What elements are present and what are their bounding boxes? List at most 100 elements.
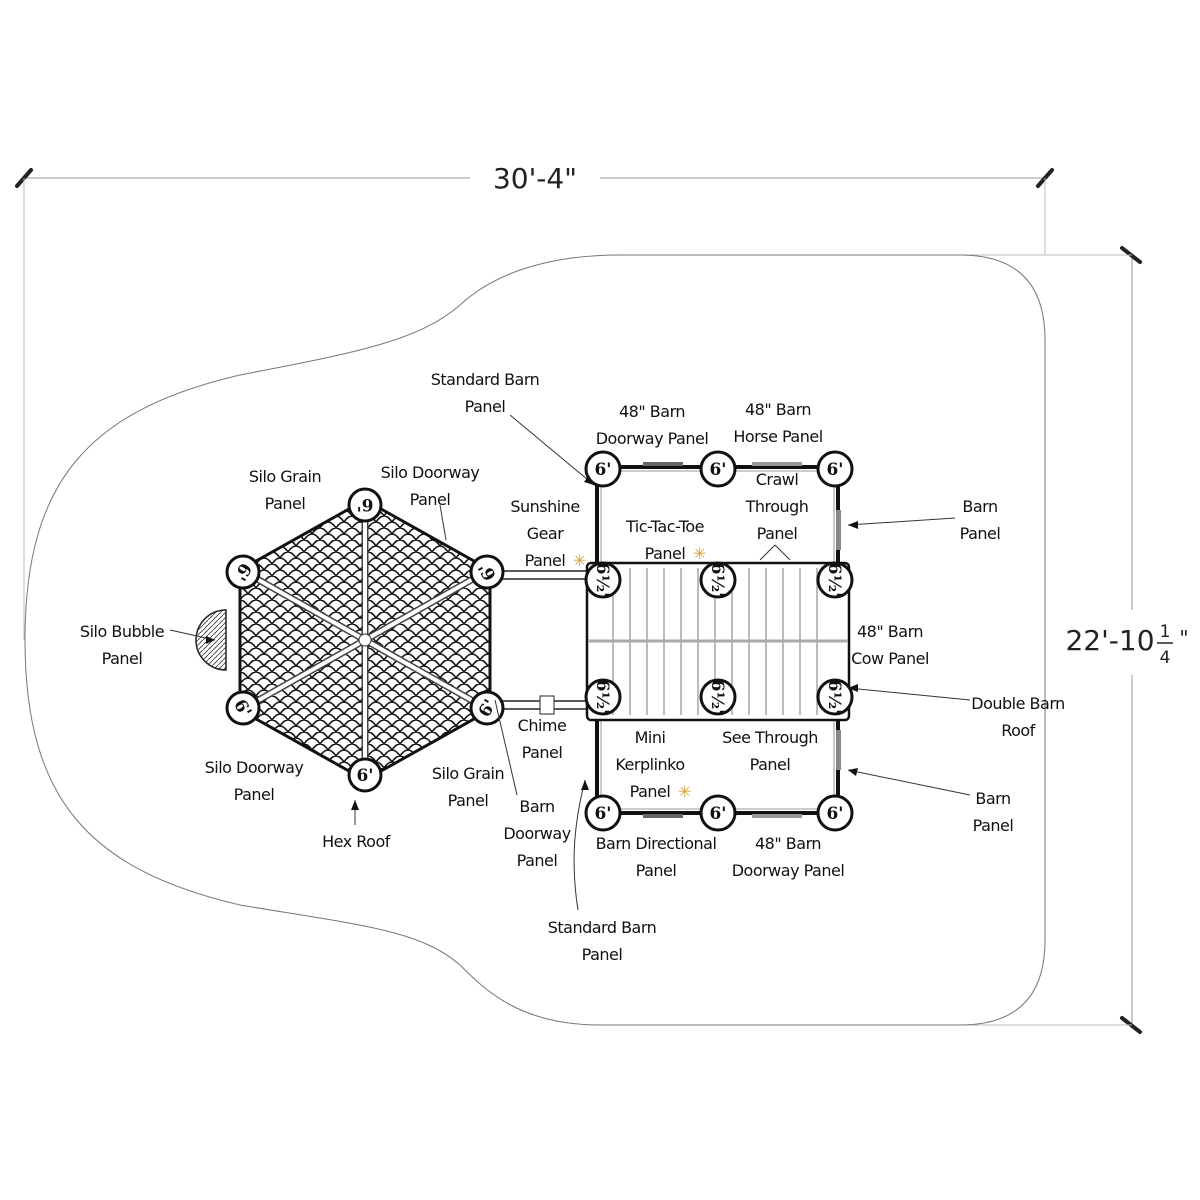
label-line: Crawl xyxy=(756,470,799,489)
label-line: Silo Doorway xyxy=(205,758,304,777)
post-height-label: 6½' xyxy=(824,680,844,715)
post: 6' xyxy=(347,757,383,793)
post: 6' xyxy=(469,690,505,726)
label-line: Panel xyxy=(973,816,1014,835)
depth-fraction-numerator: 1 xyxy=(1160,622,1171,642)
post-height-label: 6' xyxy=(709,460,726,480)
accessible-star-icon: ✳ xyxy=(678,782,691,801)
post-height-label: 6' xyxy=(709,804,726,824)
label-line: Doorway xyxy=(503,824,570,843)
label-line: Panel xyxy=(102,649,143,668)
label-line: 48" Barn xyxy=(857,622,923,641)
post-height-label: 6' xyxy=(356,766,373,786)
label-line: Barn xyxy=(519,797,554,816)
depth-fraction-denominator: 4 xyxy=(1160,648,1171,668)
post-height-label: 6½' xyxy=(824,563,844,598)
label-line: Barn Directional xyxy=(596,834,717,853)
post: 6½' xyxy=(584,678,622,716)
label-line: 48" Barn xyxy=(745,400,811,419)
label-line: Barn xyxy=(962,497,997,516)
post: 6½' xyxy=(699,678,737,716)
post: 6' xyxy=(347,487,383,523)
leader-arrowheads xyxy=(206,475,858,810)
label-line: Silo Grain xyxy=(249,467,321,486)
post: 6½' xyxy=(816,561,854,599)
accessible-star-icon: ✳ xyxy=(693,544,706,563)
post: 6½' xyxy=(584,561,622,599)
label-line: Horse Panel xyxy=(733,427,822,446)
label-line: Roof xyxy=(1001,721,1035,740)
label-line: Sunshine xyxy=(510,497,579,516)
label-hex-roof: Hex Roof xyxy=(322,832,391,851)
post: 6' xyxy=(699,794,737,832)
label-line: Panel xyxy=(630,782,671,801)
post: 6' xyxy=(699,450,737,488)
label-line: Standard Barn xyxy=(431,370,540,389)
post-height-label: 6½' xyxy=(707,563,727,598)
label-line: Panel xyxy=(234,785,275,804)
post-height-label: 6½' xyxy=(592,680,612,715)
depth-dimension-label: 22'-10 xyxy=(1065,624,1154,657)
label-line: Silo Grain xyxy=(432,764,504,783)
post: 6' xyxy=(816,794,854,832)
label-line: Panel xyxy=(522,743,563,762)
label-line: Panel xyxy=(645,544,686,563)
label-line: Hex Roof xyxy=(322,832,391,851)
label-line: Panel xyxy=(750,755,791,774)
bridge-top xyxy=(497,570,591,580)
double-barn-roof xyxy=(585,561,851,722)
post: 6' xyxy=(584,450,622,488)
label-line: Doorway Panel xyxy=(732,861,845,880)
label-line: Panel xyxy=(582,945,623,964)
post: 6' xyxy=(816,450,854,488)
label-line: Gear xyxy=(527,524,565,543)
label-line: Doorway Panel xyxy=(596,429,709,448)
label-line: Silo Doorway xyxy=(381,463,480,482)
label-line: Standard Barn xyxy=(548,918,657,937)
post: 6½' xyxy=(699,561,737,599)
label-line: Panel xyxy=(757,524,798,543)
label-line: Panel xyxy=(465,397,506,416)
post: 6' xyxy=(225,554,261,590)
label-line: Kerplinko xyxy=(615,755,684,774)
post: 6½' xyxy=(816,678,854,716)
leader-lines xyxy=(169,414,971,911)
post: 6' xyxy=(469,554,505,590)
label-line: 48" Barn xyxy=(755,834,821,853)
label-line: Cow Panel xyxy=(851,649,929,668)
label-line: Through xyxy=(745,497,809,516)
post-height-label: 6½' xyxy=(707,680,727,715)
label-line: Panel xyxy=(960,524,1001,543)
label-line: Panel xyxy=(525,551,566,570)
width-dimension: 30'-4" xyxy=(15,162,1054,640)
label-line: Tic-Tac-Toe xyxy=(625,517,704,536)
post-height-label: 6' xyxy=(594,804,611,824)
label-line: Chime xyxy=(518,716,567,735)
post-height-label: 6½' xyxy=(592,563,612,598)
post-height-label: 6' xyxy=(594,460,611,480)
label-line: Double Barn xyxy=(971,694,1065,713)
